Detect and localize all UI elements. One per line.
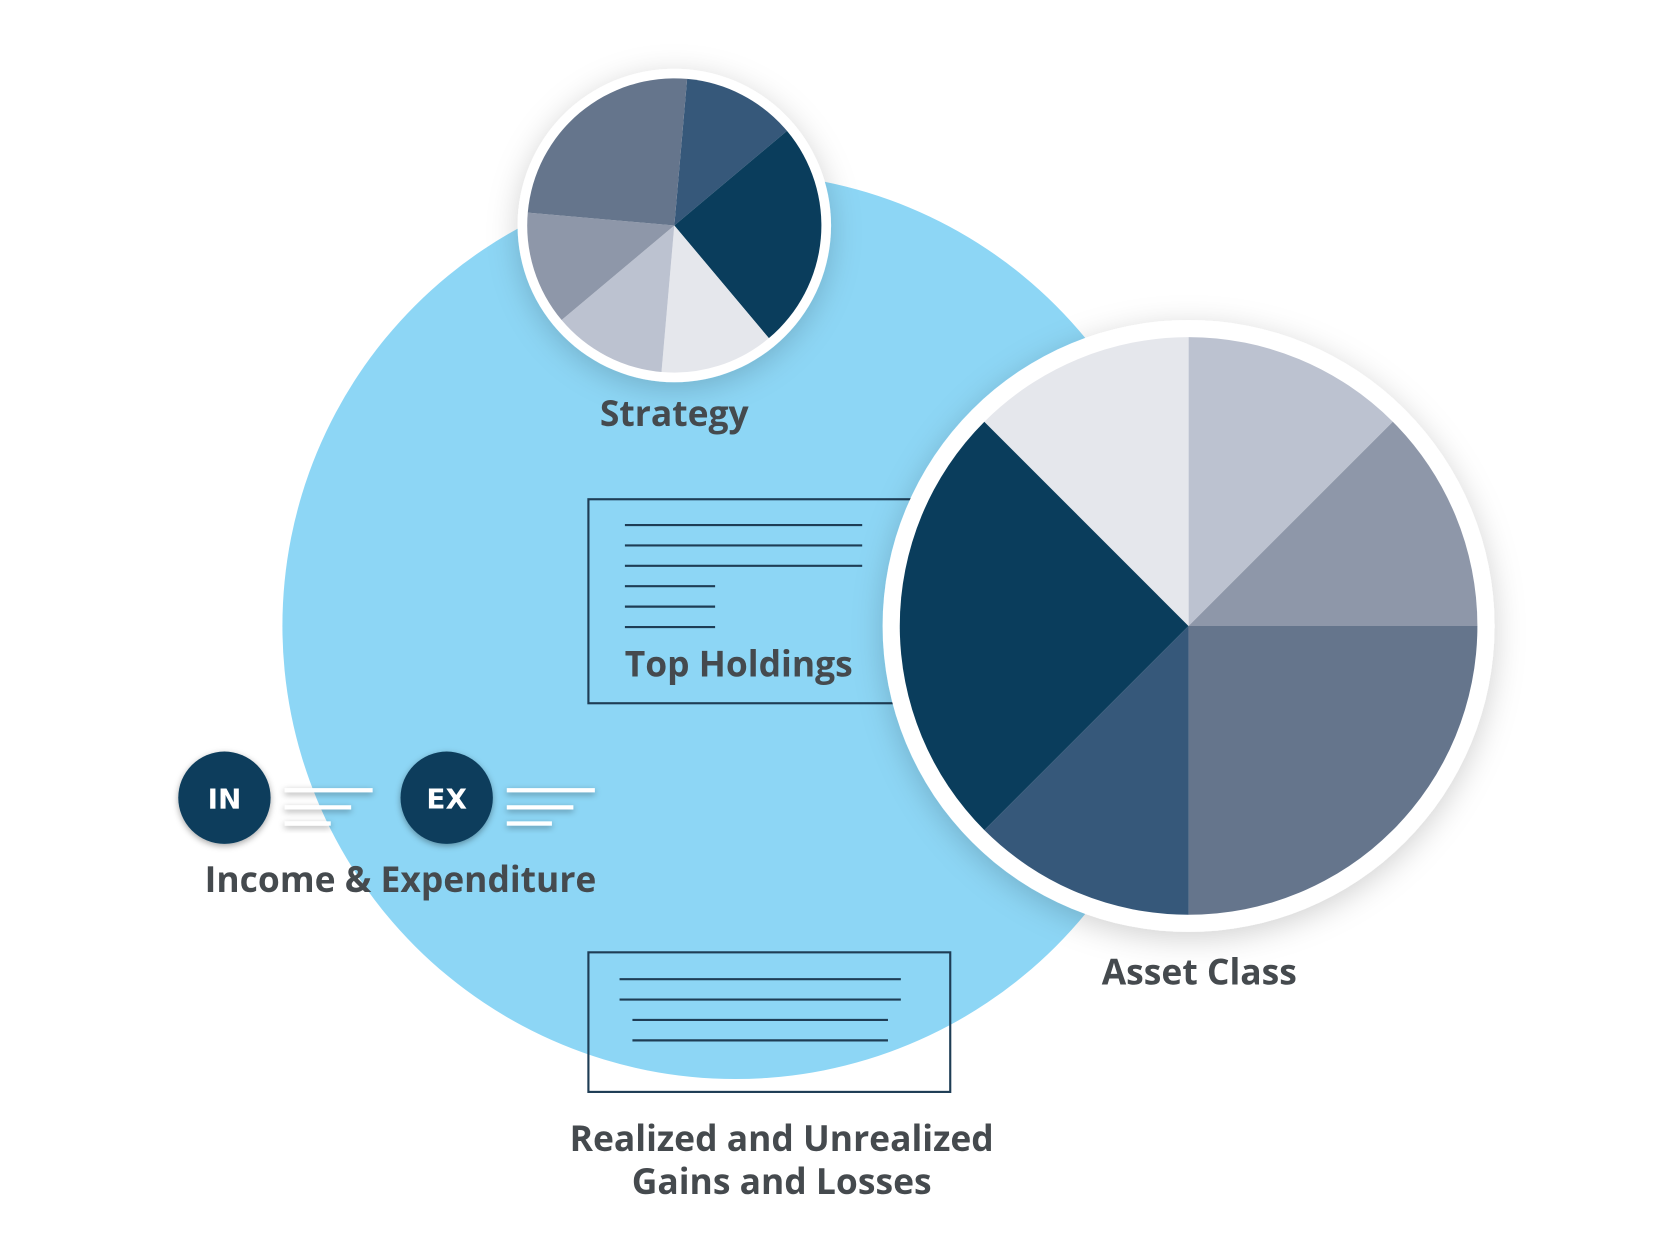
strategy-pie-slice-3 <box>661 225 769 373</box>
strategy-label: Strategy <box>600 389 750 437</box>
asset-class-pie-slice-4 <box>984 625 1189 915</box>
top-holdings-label: Top Holdings <box>625 639 853 687</box>
strategy-pie-slice-6 <box>527 78 688 226</box>
asset-class-pie-slice-2 <box>1188 421 1478 626</box>
income-lines-icon <box>284 788 373 826</box>
asset-class-label: Asset Class <box>1102 948 1297 996</box>
asset-class-pie-slice-6 <box>984 337 1189 626</box>
strategy-pie-slice-2 <box>674 130 822 339</box>
strategy-pie-chart <box>517 68 832 383</box>
strategy-pie-slice-1 <box>674 78 787 226</box>
asset-class-pie-slice-5 <box>899 421 1189 831</box>
gains-losses-label-line1: Realized and Unrealized <box>570 1114 994 1162</box>
expenditure-badge-text: EX <box>426 782 467 815</box>
gains-losses-label-line2: Gains and Losses <box>632 1157 932 1205</box>
asset-class-pie-chart <box>882 319 1495 932</box>
background-circle <box>282 172 1189 1080</box>
income-expenditure-label: Income & Expenditure <box>205 855 597 903</box>
strategy-pie-slice-5 <box>527 212 675 321</box>
asset-class-pie-slice-1 <box>1188 337 1393 626</box>
expenditure-lines-icon <box>506 788 595 826</box>
asset-class-pie-slice-3 <box>1188 625 1478 915</box>
gains-losses-document <box>587 951 952 1093</box>
expenditure-badge: EX <box>400 751 493 844</box>
income-badge-text: IN <box>208 782 242 815</box>
strategy-pie-slice-4 <box>561 225 675 372</box>
income-badge: IN <box>178 751 271 844</box>
income-expenditure-group: IN EX Income & Expenditure <box>178 751 597 903</box>
